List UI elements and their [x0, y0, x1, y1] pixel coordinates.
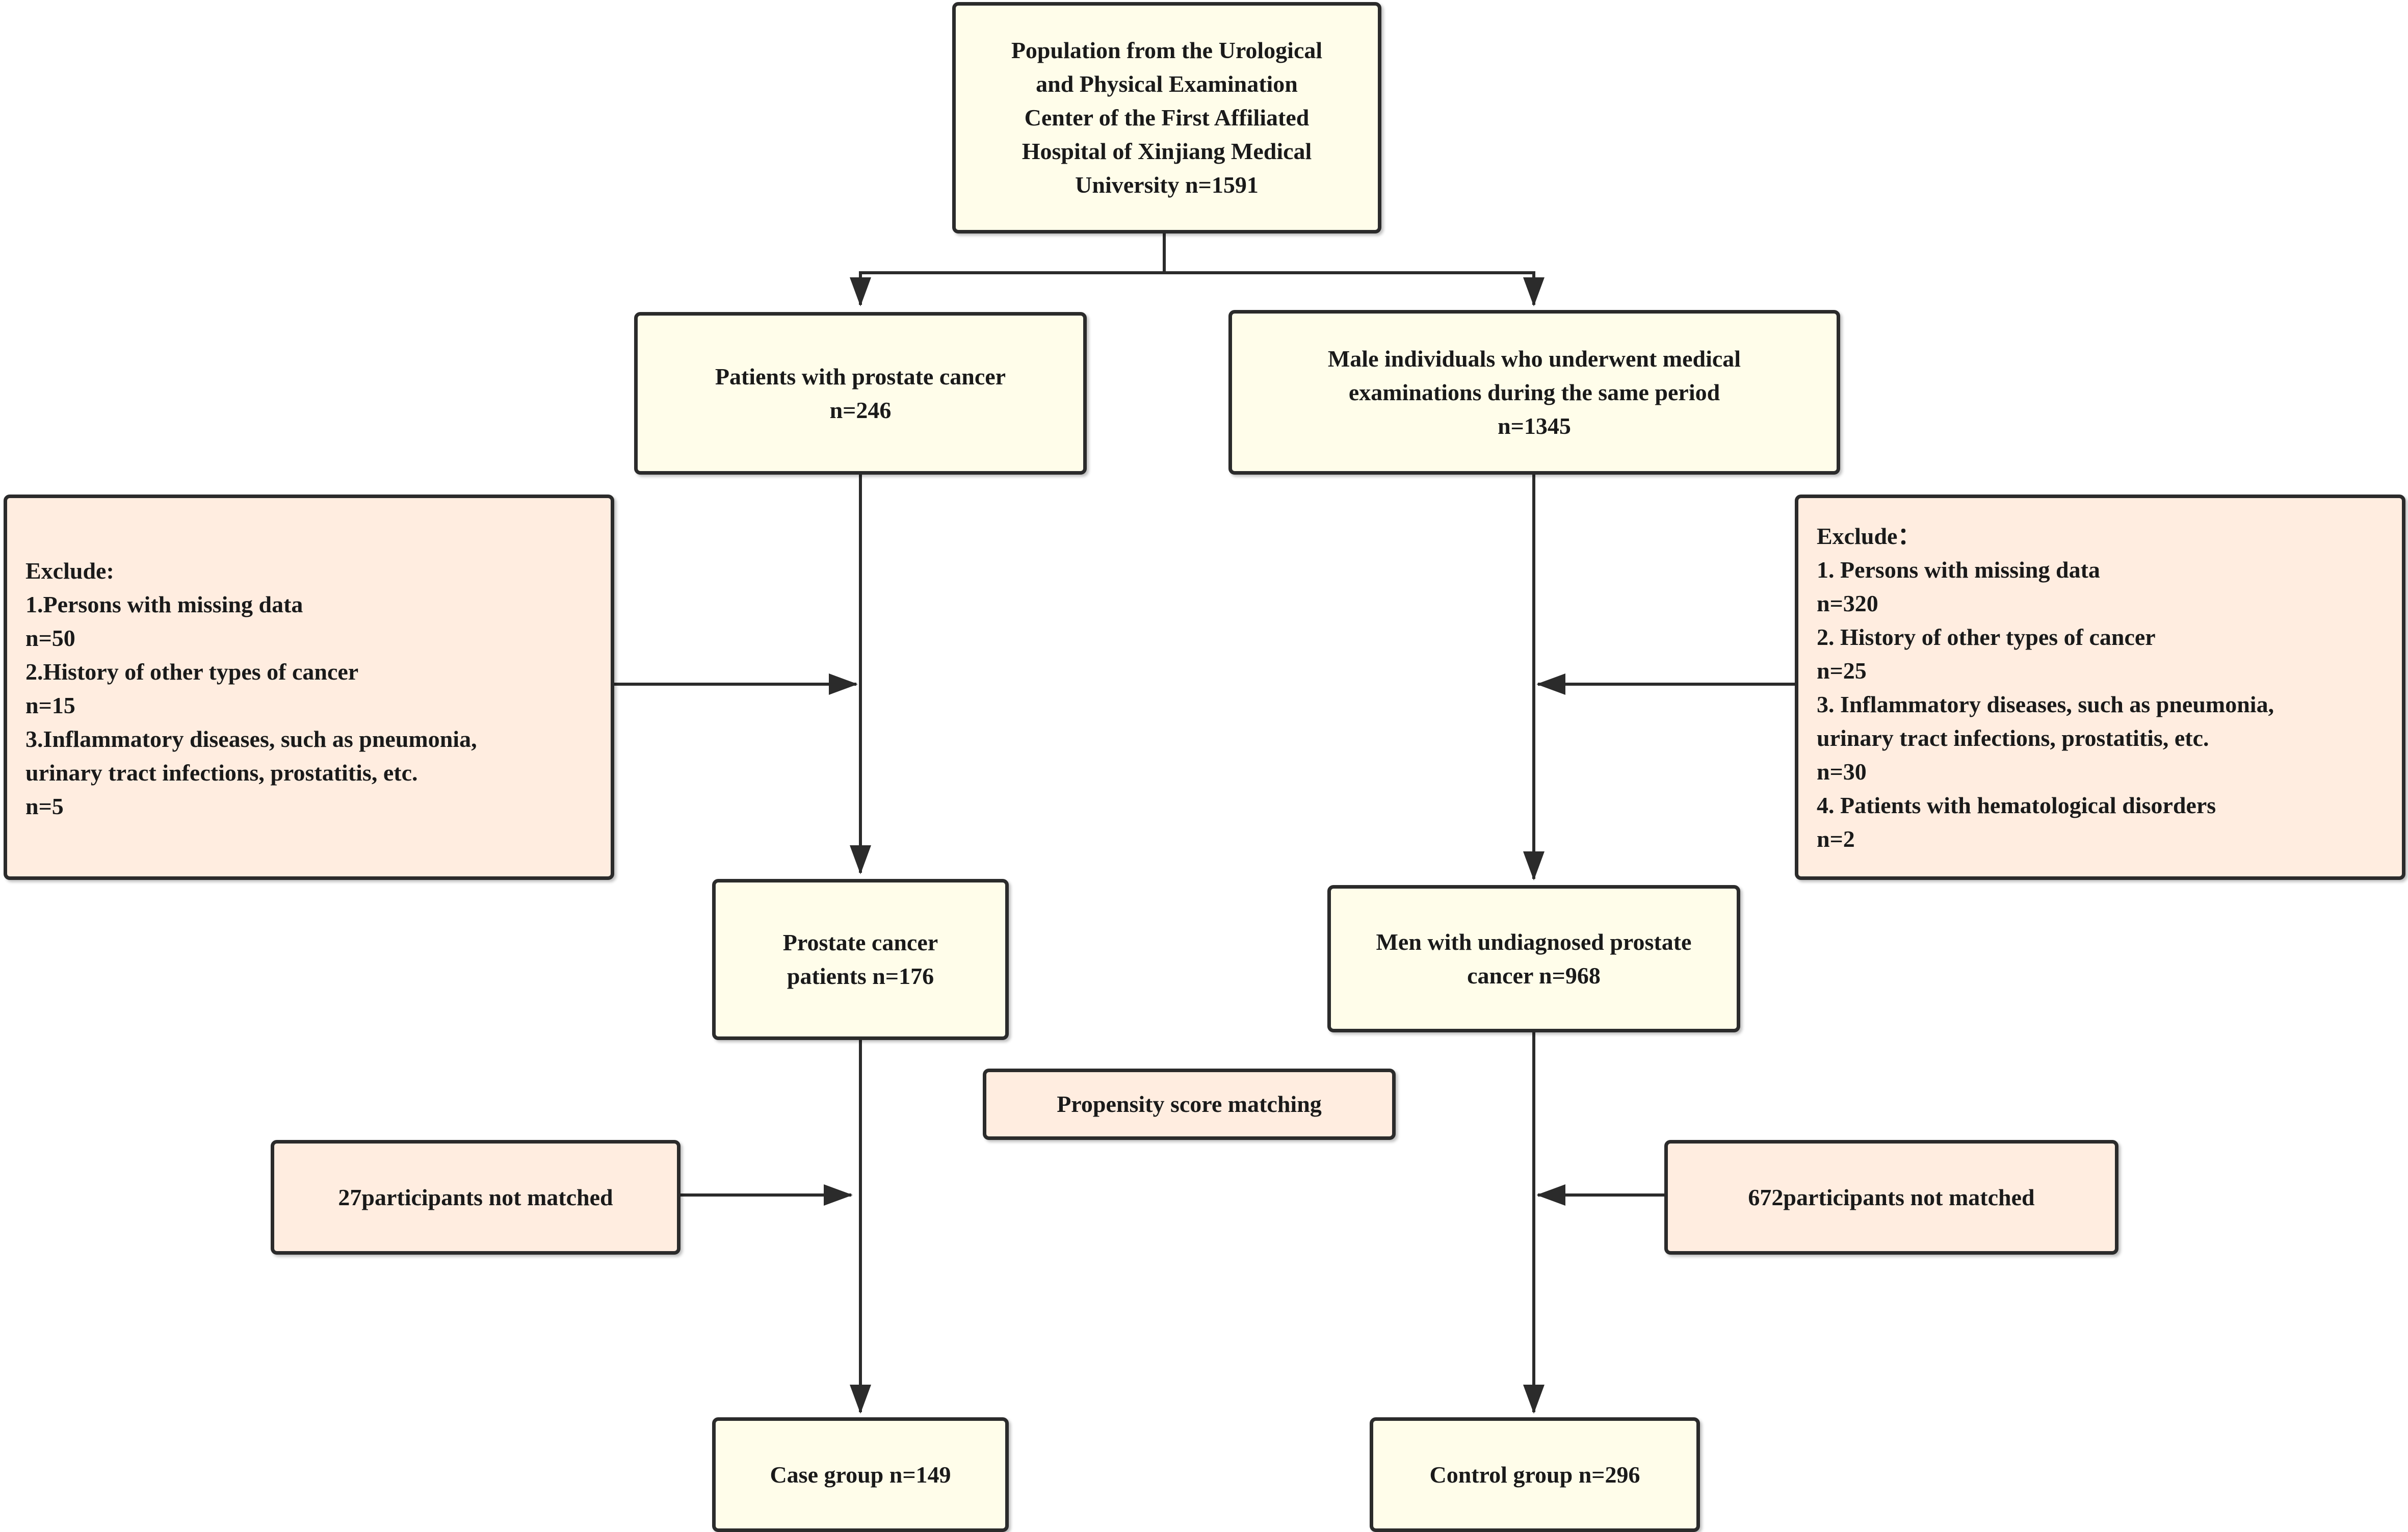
arrow-to-prostate-cancer [850, 271, 1164, 306]
exclude-right-line-10: n=2 [1817, 826, 1855, 852]
male-exam-box: Male individuals who underwent medical e… [1228, 310, 1840, 475]
exclude-left-line-7: urinary tract infections, prostatitis, e… [25, 760, 418, 786]
not-matched-right-box: 672participants not matched [1664, 1140, 2118, 1255]
exclude-right-line-8: n=30 [1817, 759, 1867, 785]
population-line-4: Hospital of Xinjiang Medical [1022, 138, 1312, 164]
undiagnosed-line-2: cancer n=968 [1467, 962, 1601, 989]
exclude-left-line-1: Exclude: [25, 558, 114, 584]
exclude-right-line-2: 1. Persons with missing data [1817, 557, 2100, 583]
exclude-right-line-7: urinary tract infections, prostatitis, e… [1817, 725, 2209, 751]
population-line-2: and Physical Examination [1036, 71, 1298, 97]
exclude-right-line-4: 2. History of other types of cancer [1817, 624, 2156, 650]
exclude-left-box: Exclude: 1.Persons with missing data n=5… [4, 495, 614, 880]
male-exam-line-3: n=1345 [1498, 412, 1571, 439]
exclude-left-line-5: n=15 [25, 692, 75, 718]
exclude-left-line-4: 2.History of other types of cancer [25, 659, 359, 685]
case-group-box: Case group n=149 [712, 1417, 1009, 1532]
arrow-to-male-exam [1164, 271, 1545, 306]
control-group-box: Control group n=296 [1370, 1417, 1700, 1532]
population-line-1: Population from the Urological [1011, 37, 1323, 63]
prostate-cancer-box: Patients with prostate cancer n=246 [634, 312, 1087, 475]
exclude-right-line-5: n=25 [1817, 658, 1867, 684]
control-group-label: Control group n=296 [1429, 1461, 1640, 1488]
exclude-left-line-6: 3.Inflammatory diseases, such as pneumon… [25, 726, 477, 752]
pc-patients-line-2: patients n=176 [787, 963, 934, 989]
population-line-5: University n=1591 [1075, 172, 1259, 198]
exclude-left-line-2: 1.Persons with missing data [25, 591, 303, 617]
prostate-cancer-line-1: Patients with prostate cancer [715, 363, 1006, 390]
propensity-score-box: Propensity score matching [983, 1069, 1396, 1140]
exclude-right-line-9: 4. Patients with hematological disorders [1817, 792, 2216, 818]
propensity-score-label: Propensity score matching [1057, 1091, 1322, 1117]
exclude-right-box: Exclude： 1. Persons with missing data n=… [1795, 495, 2405, 880]
exclude-right-line-3: n=320 [1817, 590, 1878, 616]
population-line-3: Center of the First Affiliated [1024, 105, 1310, 131]
not-matched-right-label: 672participants not matched [1748, 1184, 2035, 1210]
exclude-left-line-3: n=50 [25, 625, 75, 651]
population-box: Population from the Urological and Physi… [952, 2, 1381, 233]
male-exam-line-1: Male individuals who underwent medical [1327, 345, 1741, 372]
not-matched-left-label: 27participants not matched [338, 1184, 613, 1210]
male-exam-line-2: examinations during the same period [1348, 379, 1720, 405]
not-matched-left-box: 27participants not matched [271, 1140, 680, 1255]
pc-patients-box: Prostate cancer patients n=176 [712, 879, 1009, 1040]
exclude-right-line-1: Exclude： [1817, 523, 1921, 549]
undiagnosed-box: Men with undiagnosed prostate cancer n=9… [1327, 885, 1740, 1032]
undiagnosed-line-1: Men with undiagnosed prostate [1376, 928, 1692, 955]
case-group-label: Case group n=149 [770, 1461, 951, 1488]
exclude-left-line-8: n=5 [25, 793, 64, 819]
pc-patients-line-1: Prostate cancer [782, 929, 938, 955]
prostate-cancer-line-2: n=246 [829, 397, 892, 423]
exclude-right-line-6: 3. Inflammatory diseases, such as pneumo… [1817, 691, 2274, 717]
